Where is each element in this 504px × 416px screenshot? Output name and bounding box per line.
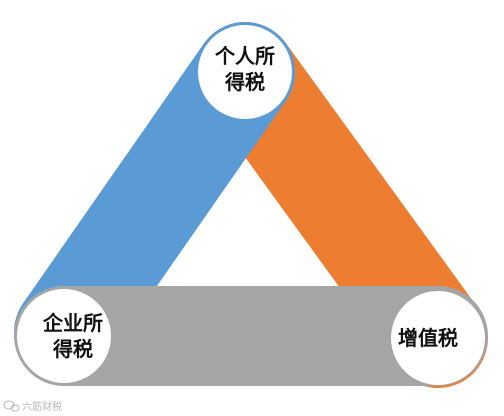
watermark: 六筋财税 [3, 400, 62, 413]
node-label-line1: 个人所 [214, 44, 275, 68]
node-label-line1: 企业所 [42, 311, 103, 335]
node-label: 增值税 [398, 326, 458, 350]
watermark-text: 六筋财税 [22, 400, 62, 413]
node-circle [391, 291, 485, 385]
wechat-icon [3, 400, 20, 412]
node-personal-income-tax: 个人所 得税 [198, 25, 292, 119]
node-value-added-tax: 增值税 [391, 291, 485, 385]
node-corporate-income-tax: 企业所 得税 [17, 289, 111, 383]
node-label-line2: 得税 [52, 337, 93, 361]
node-label-line2: 得税 [224, 70, 265, 94]
node-circle [17, 289, 111, 383]
node-circle [198, 25, 292, 119]
